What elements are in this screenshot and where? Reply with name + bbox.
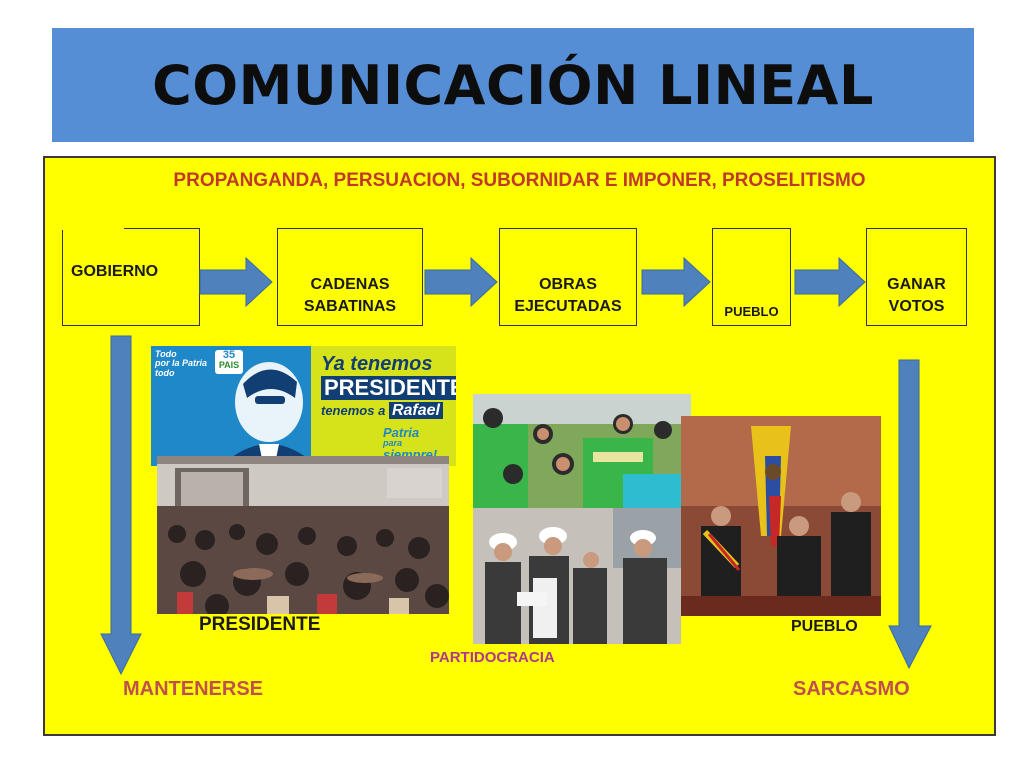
label-presidente: PRESIDENTE: [199, 614, 321, 635]
slide-title: COMUNICACIÓN LINEAL: [152, 53, 874, 117]
subtitle: PROPANGANDA, PERSUACION, SUBORNIDAR E IM…: [173, 170, 866, 191]
cadenas-line2: SABATINAS: [303, 297, 397, 315]
arrow-down-left: [100, 335, 142, 676]
congress-photo: [681, 416, 881, 616]
cadenas-line1: CADENAS: [310, 276, 390, 293]
arrow-down-right: [888, 359, 932, 670]
portrait-silhouette-icon: [221, 362, 317, 466]
ganar-line1: GANAR: [887, 276, 946, 293]
construction-scene-image: [473, 508, 681, 644]
box-pueblo: PUEBLO: [712, 228, 791, 326]
box-ganar-votos: GANAR VOTOS: [866, 228, 967, 326]
crowd-photo: [157, 456, 449, 614]
crowd-scene-image: [157, 456, 449, 614]
label-sarcasmo: SARCASMO: [793, 678, 910, 700]
title-bar: COMUNICACIÓN LINEAL: [52, 28, 974, 142]
content-panel: PROPANGANDA, PERSUACION, SUBORNIDAR E IM…: [43, 156, 996, 736]
congress-scene-image: [681, 416, 881, 616]
arrow-obras-pueblo: [641, 256, 711, 308]
construction-photo: [473, 508, 681, 644]
supporters-scene-image: [473, 394, 691, 510]
supporters-photo: [473, 394, 691, 510]
arrow-cadenas-obras: [424, 256, 498, 308]
poster-slogan-small: Todo por la Patria todo: [155, 349, 208, 378]
label-partidocracia: PARTIDOCRACIA: [430, 649, 555, 666]
arrow-gobierno-cadenas: [199, 256, 273, 308]
arrow-pueblo-ganar: [794, 256, 866, 308]
gobierno-label: GOBIERNO: [71, 263, 159, 280]
ganar-line2: VOTOS: [888, 297, 945, 315]
label-mantenerse: MANTENERSE: [123, 678, 264, 700]
box-obras: OBRAS EJECUTADAS: [499, 228, 637, 326]
poster-headline: Ya tenemos PRESIDENTE tenemos a Rafael: [321, 354, 456, 419]
obras-line2: EJECUTADAS: [514, 297, 622, 315]
box-gobierno: GOBIERNO: [62, 228, 200, 326]
pueblo-flow-label: PUEBLO: [724, 304, 779, 320]
campaign-poster: Todo por la Patria todo 35 PAIS Ya tenem…: [151, 346, 456, 466]
poster-party-badge: 35 PAIS: [215, 350, 243, 374]
box-cadenas: CADENAS SABATINAS: [277, 228, 423, 326]
label-pueblo: PUEBLO: [791, 618, 858, 635]
obras-line1: OBRAS: [539, 276, 597, 293]
